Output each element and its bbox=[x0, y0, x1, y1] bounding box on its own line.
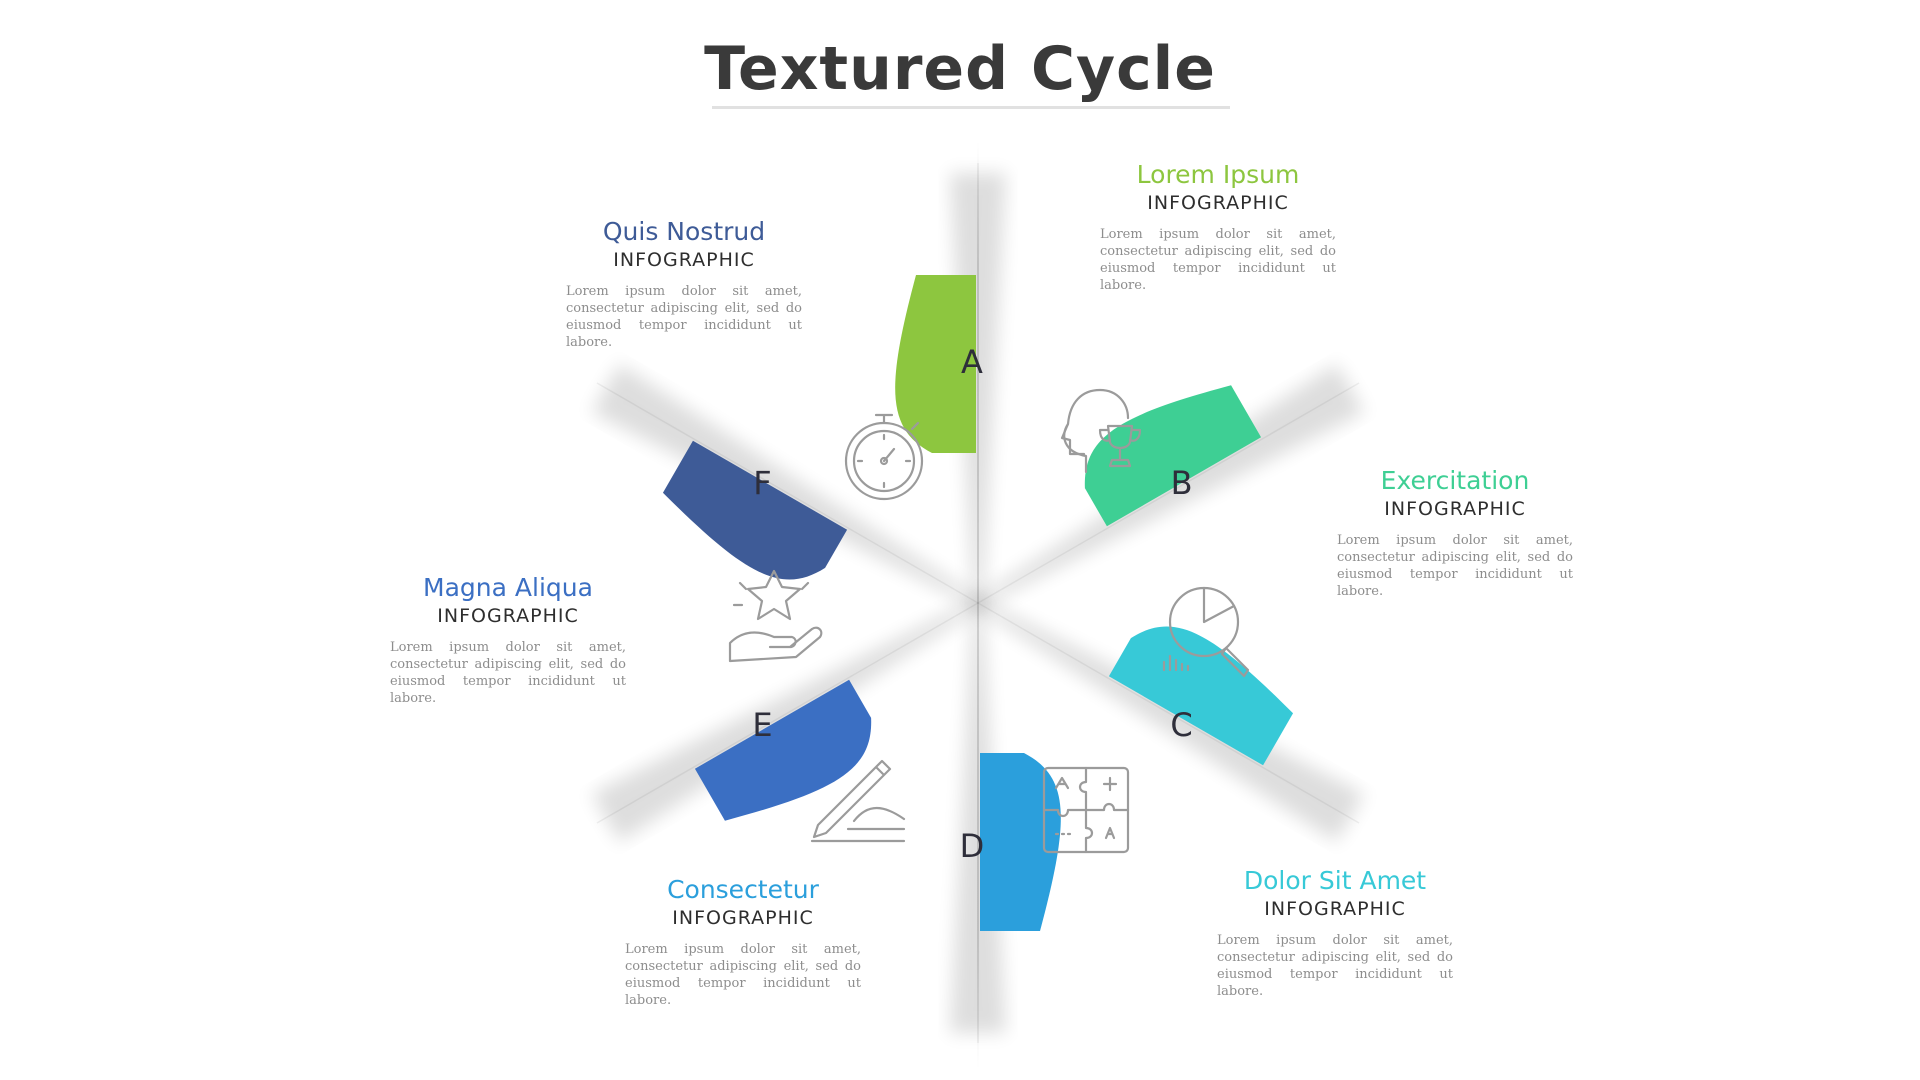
step-tab-b: B bbox=[1084, 385, 1262, 527]
step-e-subheading: INFOGRAPHIC bbox=[437, 605, 579, 627]
step-a-heading: Lorem Ipsum bbox=[1136, 160, 1300, 189]
tab-letter: F bbox=[753, 464, 771, 502]
vertical-crease bbox=[977, 140, 979, 1070]
step-icons bbox=[728, 388, 1250, 854]
step-c-text: Dolor Sit Amet INFOGRAPHIC Lorem ipsum d… bbox=[1205, 866, 1465, 1000]
step-tab-f: F bbox=[662, 440, 848, 580]
step-a-text: Lorem Ipsum INFOGRAPHIC Lorem ipsum dolo… bbox=[1088, 160, 1348, 294]
step-e-heading: Magna Aliqua bbox=[423, 573, 593, 602]
step-c-subheading: INFOGRAPHIC bbox=[1264, 898, 1406, 920]
tab-shape bbox=[1084, 385, 1262, 527]
stopwatch-icon bbox=[844, 413, 924, 501]
head-trophy-icon bbox=[1060, 388, 1142, 474]
tab-letter: E bbox=[752, 706, 772, 744]
tab-shape bbox=[1108, 626, 1294, 766]
step-e-description: Lorem ipsum dolor sit amet, consectetur … bbox=[390, 640, 626, 706]
title-underline bbox=[712, 106, 1230, 109]
fold-shadow bbox=[591, 598, 981, 843]
step-tab-c: C bbox=[1108, 626, 1294, 766]
step-c-heading: Dolor Sit Amet bbox=[1243, 866, 1427, 895]
fold-shadow bbox=[975, 598, 1365, 843]
tab-letter: B bbox=[1171, 464, 1193, 502]
step-b-subheading: INFOGRAPHIC bbox=[1384, 498, 1526, 520]
step-a-description: Lorem ipsum dolor sit amet, consectetur … bbox=[1100, 227, 1336, 293]
step-d-heading: Consectetur bbox=[667, 875, 819, 904]
hand-star-icon bbox=[728, 569, 823, 663]
tab-letter: A bbox=[961, 343, 983, 381]
step-tab-d: D bbox=[960, 753, 1061, 931]
step-d-text: Consectetur INFOGRAPHIC Lorem ipsum dolo… bbox=[613, 875, 873, 1009]
tab-shape bbox=[694, 679, 872, 821]
step-f-heading: Quis Nostrud bbox=[602, 217, 766, 246]
step-b-description: Lorem ipsum dolor sit amet, consectetur … bbox=[1337, 533, 1573, 599]
tab-shape bbox=[662, 440, 848, 580]
step-tab-a: A bbox=[895, 275, 983, 453]
tab-letter: D bbox=[960, 827, 985, 865]
step-d-subheading: INFOGRAPHIC bbox=[672, 907, 814, 929]
step-d-description: Lorem ipsum dolor sit amet, consectetur … bbox=[625, 942, 861, 1008]
hand-pen-icon bbox=[810, 759, 906, 843]
step-a-subheading: INFOGRAPHIC bbox=[1147, 192, 1289, 214]
fold-shadow bbox=[591, 363, 981, 608]
tab-letter: C bbox=[1170, 706, 1192, 744]
chart-magnifier-icon bbox=[1162, 586, 1250, 678]
step-b-heading: Exercitation bbox=[1380, 466, 1530, 495]
step-f-text: Quis Nostrud INFOGRAPHIC Lorem ipsum dol… bbox=[554, 217, 814, 351]
page-title: Textured Cycle bbox=[704, 34, 1216, 104]
step-f-subheading: INFOGRAPHIC bbox=[613, 249, 755, 271]
step-e-text: Magna Aliqua INFOGRAPHIC Lorem ipsum dol… bbox=[378, 573, 638, 707]
step-f-description: Lorem ipsum dolor sit amet, consectetur … bbox=[566, 284, 802, 350]
puzzle-icon bbox=[1042, 766, 1130, 854]
step-c-description: Lorem ipsum dolor sit amet, consectetur … bbox=[1217, 933, 1453, 999]
step-b-text: Exercitation INFOGRAPHIC Lorem ipsum dol… bbox=[1325, 466, 1585, 600]
step-tab-e: E bbox=[694, 679, 872, 821]
tab-shape bbox=[895, 275, 976, 453]
fold-shadow bbox=[975, 363, 1365, 608]
step-tabs: A B C D E F bbox=[662, 275, 1294, 931]
tab-shape bbox=[980, 753, 1061, 931]
